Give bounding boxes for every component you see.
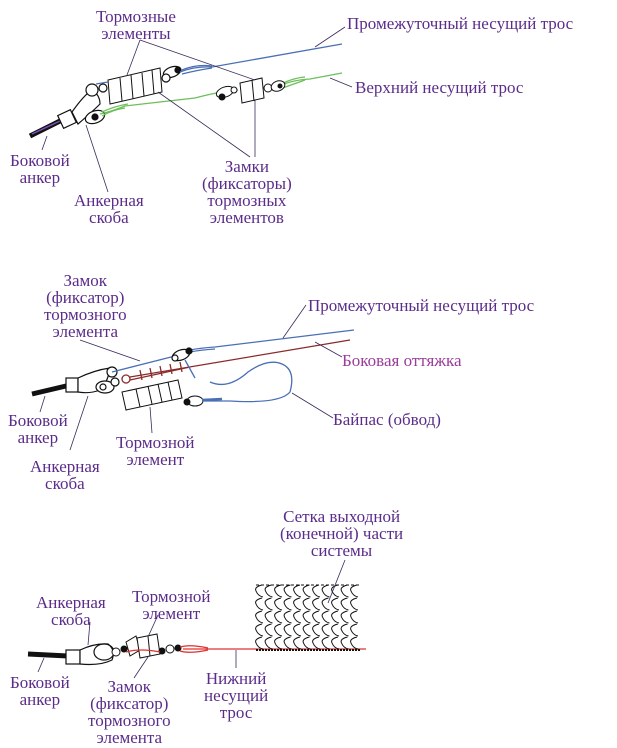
net-loop (264, 636, 273, 650)
net-loop (331, 623, 340, 637)
panel-3 (27, 559, 366, 679)
label-net: Сетка выходной (конечной) части системы (280, 507, 404, 560)
label-side-anchor: Боковой анкер (10, 151, 70, 187)
net-loop (340, 623, 349, 637)
side-anchor-rod (31, 383, 67, 397)
label-intermediate-rope: Промежуточный несущий трос (308, 296, 535, 315)
net-loop (293, 610, 302, 624)
label-side-anchor: Боковой анкер (10, 673, 70, 709)
net-loop (293, 636, 302, 650)
net-loop (264, 623, 273, 637)
intermediate-rope (95, 43, 343, 85)
anchor-shackle (65, 643, 115, 666)
net-loop (331, 636, 340, 650)
net-loop (255, 636, 264, 650)
label-bypass: Байпас (обвод) (333, 410, 441, 429)
net-loop (283, 610, 292, 624)
leader-lines (37, 559, 346, 679)
net-loop (312, 610, 321, 624)
net-loop (255, 597, 264, 611)
net-loop (321, 597, 330, 611)
net-loop (340, 597, 349, 611)
label-anchor-shackle: Анкерная скоба (36, 593, 106, 629)
net-loop (340, 636, 349, 650)
net-loop (274, 636, 283, 650)
side-guy-rope (121, 339, 351, 384)
label-braking-element: Тормозной элемент (132, 587, 211, 623)
net-loop (321, 610, 330, 624)
exit-net (255, 584, 361, 651)
net-loop (255, 623, 264, 637)
braking-element-block (107, 67, 163, 105)
anchor-shackle (56, 83, 108, 130)
leader-lines (39, 304, 343, 451)
leader-lines (41, 26, 353, 193)
label-side-anchor: Боковой анкер (8, 411, 68, 447)
net-loop (350, 623, 359, 637)
net-loop (274, 597, 283, 611)
lock-element (111, 633, 182, 659)
side-anchor-rod (27, 651, 69, 659)
net-loop (350, 636, 359, 650)
panel-2 (31, 304, 355, 451)
net-loop (331, 597, 340, 611)
net-loop (321, 584, 330, 598)
net-loop (312, 623, 321, 637)
net-loop (312, 584, 321, 598)
label-braking-elements: Тормозные элементы (96, 7, 176, 43)
net-loop (274, 584, 283, 598)
label-upper-rope: Верхний несущий трос (355, 78, 524, 97)
label-intermediate-rope: Промежуточный несущий трос (347, 14, 574, 33)
label-locks: Замки (фиксаторы) тормозных элементов (202, 157, 292, 227)
panel-1 (28, 26, 353, 193)
net-loop (264, 584, 273, 598)
lock-element (215, 77, 286, 104)
anchor-shackle (65, 366, 120, 394)
lock-connector (171, 347, 193, 362)
net-loop (255, 610, 264, 624)
net-loop (293, 597, 302, 611)
net-loop (350, 610, 359, 624)
net-loop (293, 623, 302, 637)
net-loop (340, 610, 349, 624)
bypass-rope (201, 361, 293, 403)
label-lock: Замок (фиксатор) тормозного элемента (88, 677, 171, 747)
net-loop (264, 597, 273, 611)
net-loop (331, 610, 340, 624)
net-loop (340, 584, 349, 598)
net-loop (312, 597, 321, 611)
label-lower-rope: Нижний несущий трос (204, 669, 269, 722)
net-loop (302, 636, 311, 650)
braking-element-block (121, 379, 204, 411)
label-anchor-shackle: Анкерная скоба (30, 457, 100, 493)
net-loop (350, 597, 359, 611)
connector-shackle (161, 65, 182, 83)
net-loop (321, 623, 330, 637)
net-loop (283, 584, 292, 598)
net-loop (302, 584, 311, 598)
net-loop (283, 623, 292, 637)
net-loop (312, 636, 321, 650)
net-loop (350, 584, 359, 598)
net-loop (302, 597, 311, 611)
label-side-guy: Боковая оттяжка (342, 351, 462, 370)
net-loop (321, 636, 330, 650)
label-braking-element: Тормозной элемент (116, 433, 195, 469)
net-loop (255, 584, 264, 598)
net-loop (283, 636, 292, 650)
net-loop (264, 610, 273, 624)
intermediate-rope (111, 329, 355, 379)
net-loop (283, 597, 292, 611)
label-anchor-shackle: Анкерная скоба (74, 191, 144, 227)
net-loop (274, 623, 283, 637)
net-loop (274, 610, 283, 624)
side-anchor-rod (28, 117, 64, 139)
net-loop (302, 610, 311, 624)
net-loop (293, 584, 302, 598)
label-lock: Замок (фиксатор) тормозного элемента (44, 271, 127, 341)
net-loop (302, 623, 311, 637)
